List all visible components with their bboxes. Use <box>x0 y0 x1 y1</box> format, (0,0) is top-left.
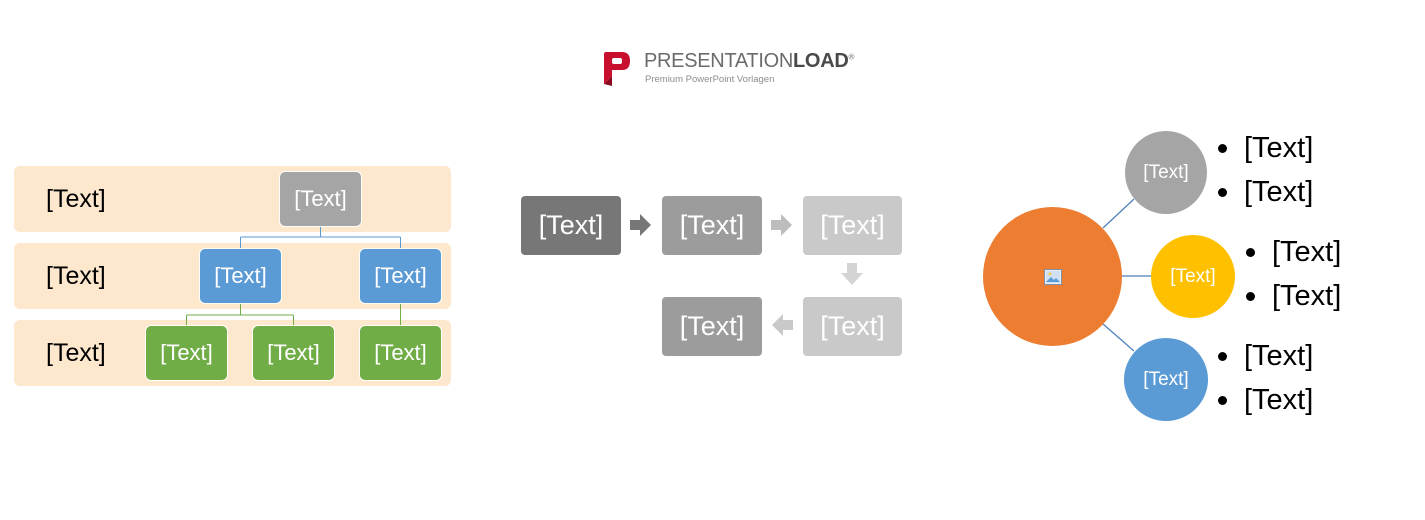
process-step-5: [Text] <box>662 297 762 356</box>
bullet-dot-icon <box>1218 395 1227 405</box>
bullet-dot-icon <box>1246 291 1255 301</box>
process-step-4: [Text] <box>803 297 902 356</box>
presentationload-logo-icon <box>604 52 630 86</box>
hierarchy-bottom-node-2: [Text] <box>253 326 334 380</box>
bullet-text: [Text] <box>1244 340 1314 372</box>
bullet-item: [Text] <box>1218 334 1313 378</box>
process-step-2: [Text] <box>662 196 762 255</box>
bullet-text: [Text] <box>1244 176 1314 208</box>
arrow-right-icon <box>771 214 792 236</box>
logo-brand-regular: PRESENTATION <box>644 50 794 72</box>
bullet-text: [Text] <box>1272 280 1342 312</box>
arrow-down-icon <box>841 263 863 285</box>
hierarchy-row-label-1: [Text] <box>46 185 106 213</box>
bullet-item: [Text] <box>1218 378 1313 422</box>
bullet-text: [Text] <box>1244 384 1314 416</box>
hierarchy-row-label-3: [Text] <box>46 339 106 367</box>
radial-bullets-1: [Text] [Text] <box>1218 126 1313 214</box>
logo-registered: ® <box>848 52 855 62</box>
hierarchy-band-1 <box>14 166 451 232</box>
logo-brand: PRESENTATIONLOAD® <box>644 50 854 73</box>
logo-tagline: Premium PowerPoint Vorlagen <box>645 74 775 85</box>
bullet-text: [Text] <box>1244 132 1314 164</box>
bullet-text: [Text] <box>1272 236 1342 268</box>
arrow-left-icon <box>772 314 793 336</box>
hierarchy-bottom-node-3: [Text] <box>360 326 441 380</box>
radial-bullets-3: [Text] [Text] <box>1218 334 1313 422</box>
radial-bullets-2: [Text] [Text] <box>1246 230 1341 318</box>
hierarchy-middle-node-2: [Text] <box>360 249 441 303</box>
hierarchy-top-node: [Text] <box>280 172 361 226</box>
bullet-dot-icon <box>1218 143 1227 153</box>
bullet-item: [Text] <box>1246 230 1341 274</box>
bullet-item: [Text] <box>1218 126 1313 170</box>
radial-satellite-1: [Text] <box>1125 131 1207 214</box>
hierarchy-middle-node-1: [Text] <box>200 249 281 303</box>
bullet-dot-icon <box>1218 351 1227 361</box>
picture-icon <box>1043 268 1062 285</box>
bullet-item: [Text] <box>1246 274 1341 318</box>
bullet-item: [Text] <box>1218 170 1313 214</box>
process-step-1: [Text] <box>521 196 621 255</box>
hierarchy-row-label-2: [Text] <box>46 262 106 290</box>
bullet-dot-icon <box>1218 187 1227 197</box>
arrow-right-icon <box>630 214 651 236</box>
radial-center-circle <box>983 207 1122 346</box>
process-step-3: [Text] <box>803 196 902 255</box>
bullet-dot-icon <box>1246 247 1255 257</box>
hierarchy-bottom-node-1: [Text] <box>146 326 227 380</box>
radial-satellite-2: [Text] <box>1151 235 1235 318</box>
radial-satellite-3: [Text] <box>1124 338 1208 421</box>
logo-brand-bold: LOAD <box>793 50 849 72</box>
